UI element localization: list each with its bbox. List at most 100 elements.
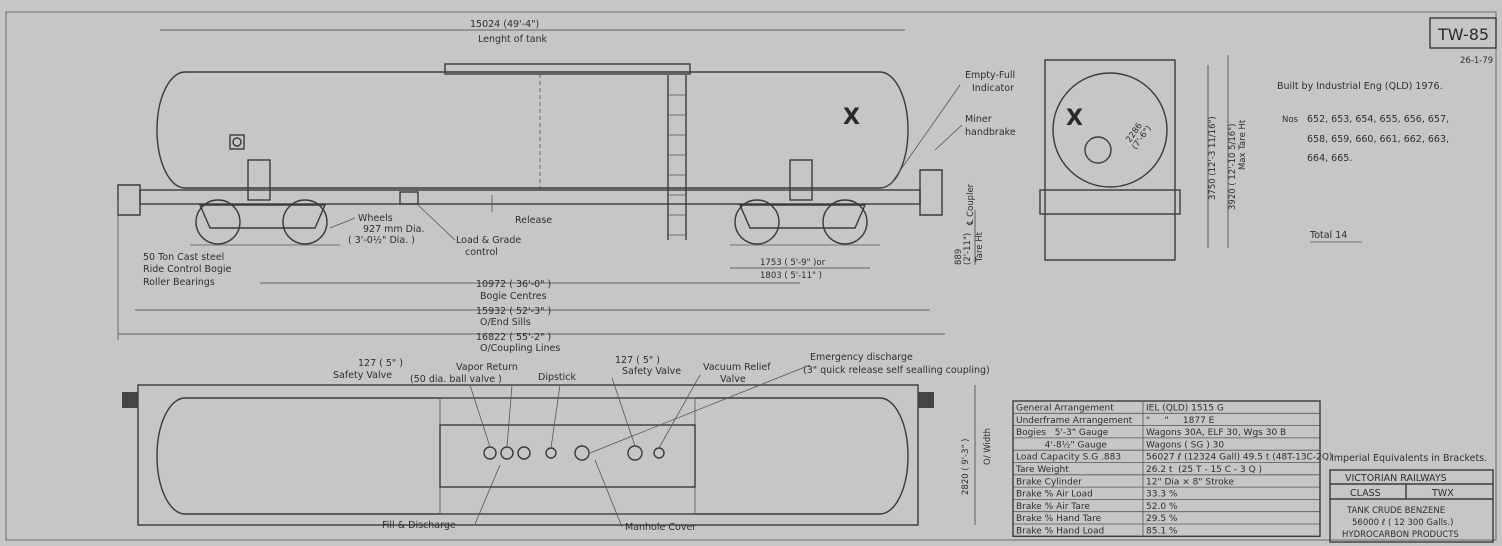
width-dim: 2820 ( 9'-3" ) [961,439,971,496]
description-2: 56000 ℓ ( 12 300 Galls.) [1352,518,1453,528]
description-1: TANK CRUDE BENZENE [1346,506,1445,516]
spec-label: Underframe Arrangement [1016,416,1133,426]
numbers-line-3: 664, 665. [1307,153,1352,164]
class-label: CLASS [1350,488,1381,499]
label-wheel-dia-imperial: ( 3'-0½" Dia. ) [348,235,415,246]
spec-label: Brake % Air Tare [1016,502,1090,512]
spec-value: 29.5 % [1146,514,1178,524]
coupler-right [919,169,943,216]
spec-label: 4'-8½" Gauge [1016,440,1107,450]
buffer-left [122,392,138,408]
tare-ht-mm: 889 [954,249,964,265]
spec-value: Wagons 30A, ELF 30, Wgs 30 B [1146,428,1286,438]
height-3920: 3920 ( 12'-10 5/16") [1228,124,1238,210]
spec-value: Wagons ( SG ) 30 [1146,440,1224,450]
spec-value: 56027 ℓ (12324 Gall) 49.5 t (48T-13C-2Q) [1146,453,1332,463]
coupler-left [117,184,141,216]
spec-label: Bogies 5'-3" Gauge [1016,428,1109,438]
spec-label: Brake % Hand Load [1016,527,1104,537]
spec-value: 52.0 % [1146,502,1178,512]
label-wheels: Wheels [358,213,393,224]
railway-name: VICTORIAN RAILWAYS [1345,473,1447,484]
coupling-label: O/Coupling Lines [480,343,560,354]
height-3750: 3750 (12'-3 11/16") [1208,116,1218,200]
bogie-centres-dim: 10972 ( 36'-0" ) [476,279,551,290]
spec-value: 26.2 t (25 T - 15 C - 3 Q ) [1146,465,1262,475]
spec-label: Tare Weight [1015,465,1069,475]
plan-view: 127 ( 5" ) Safety Valve Vapor Return (50… [122,352,993,533]
bogie-left [190,159,340,246]
spec-table-border [1012,400,1321,538]
label-handbrake: handbrake [965,127,1016,138]
spec-label: Load Capacity S.G .883 [1016,453,1121,463]
vapor-return-label: Vapor Return [456,362,518,373]
end-sills-dim: 15932 ( 52'-3" ) [476,306,551,317]
wheelbase-2: 1803 ( 5'-11" ) [760,271,822,281]
end-view: X 2286 (7'-6") 3750 (12'-3 11/16") 3920 … [1039,55,1248,261]
spec-table: General Arrangement IEL (QLD) 1515 G Under… [1012,400,1332,538]
end-sills-label: O/End Sills [480,317,531,328]
imperial-note: Imperial Equivalents in Brackets. [1331,453,1487,464]
emergency-discharge-detail: (3" quick release self sealling coupling… [803,365,990,376]
spec-value: 85.1 % [1146,527,1178,537]
label-control: control [465,247,498,258]
safety-valve-2-size: 127 ( 5" ) [615,355,660,366]
label-miner: Miner [965,114,992,125]
tank-end [1052,72,1168,188]
placard-icon [229,134,245,150]
spec-label: Brake % Hand Tare [1016,514,1102,524]
buffer-right [918,392,934,408]
label-bogie-ride: Ride Control Bogie [143,264,231,275]
bogie-centres-label: Bogie Centres [480,291,547,302]
tank-length-dim: 15024 (49'-4") [470,19,539,30]
max-tare-ht: Max Tare Ht [1238,119,1248,170]
description-3: HYDROCARBON PRODUCTS [1342,530,1459,540]
spec-value: 33.3 % [1146,490,1178,500]
safety-valve-1-label: Safety Valve [333,370,392,381]
label-bogie-bearings: Roller Bearings [143,277,215,288]
drawing-number-box [1429,17,1497,49]
underframe [139,189,921,205]
vacuum-relief-valve: Valve [720,374,746,385]
spec-value: IEL (QLD) 1515 G [1146,404,1224,414]
label-wheel-dia: 927 mm Dia. [363,224,424,235]
fill-discharge-label: Fill & Discharge [382,520,456,531]
tank-length-label: Lenght of tank [478,34,548,45]
manhole-label: Manhole Cover [625,522,696,533]
label-bogie-type: 50 Ton Cast steel [143,252,224,263]
valves [483,445,665,461]
label-load-grade: Load & Grade [456,235,521,246]
spec-label: Brake Cylinder [1016,477,1082,487]
label-release: Release [515,215,552,226]
spec-value: 12" Dia × 8" Stroke [1146,477,1235,487]
spec-value: " " 1877 E [1146,416,1215,426]
ladder [667,75,687,240]
plan-frame [137,384,919,526]
class-value: TWX [1431,488,1454,499]
hazard-marker-end: X [1066,106,1083,131]
bogie-right [730,159,880,246]
tank-body [156,71,909,189]
label-coupler: ℄ Coupler [966,183,976,226]
vacuum-relief-label: Vacuum Relief [703,362,771,373]
numbers-label: Nos [1282,115,1299,125]
dipstick-label: Dipstick [538,372,577,383]
load-grade-control [399,191,419,205]
drawing-date: 26-1-79 [1460,56,1493,66]
numbers-line-1: 652, 653, 654, 655, 656, 657, [1307,114,1449,125]
class-block: VICTORIAN RAILWAYS CLASS TWX TANK CRUDE … [1329,469,1494,543]
label-empty-full: Empty-Full [965,70,1015,81]
numbers-line-2: 658, 659, 660, 661, 662, 663, [1307,134,1449,145]
built-by: Built by Industrial Eng (QLD) 1976. [1277,81,1443,92]
spec-label: General Arrangement [1016,404,1114,414]
spec-label: Brake % Air Load [1016,490,1093,500]
safety-valve-2-label: Safety Valve [622,366,681,377]
sheet-border [5,11,1497,541]
width-label: O/ Width [983,428,993,465]
total-count: Total 14 [1309,230,1347,241]
tare-ht-imperial: (2'-11") [963,233,973,265]
coupling-dim: 16822 ( 55'-2" ) [476,332,551,343]
walkway [444,63,691,75]
safety-valve-1-size: 127 ( 5" ) [358,358,403,369]
